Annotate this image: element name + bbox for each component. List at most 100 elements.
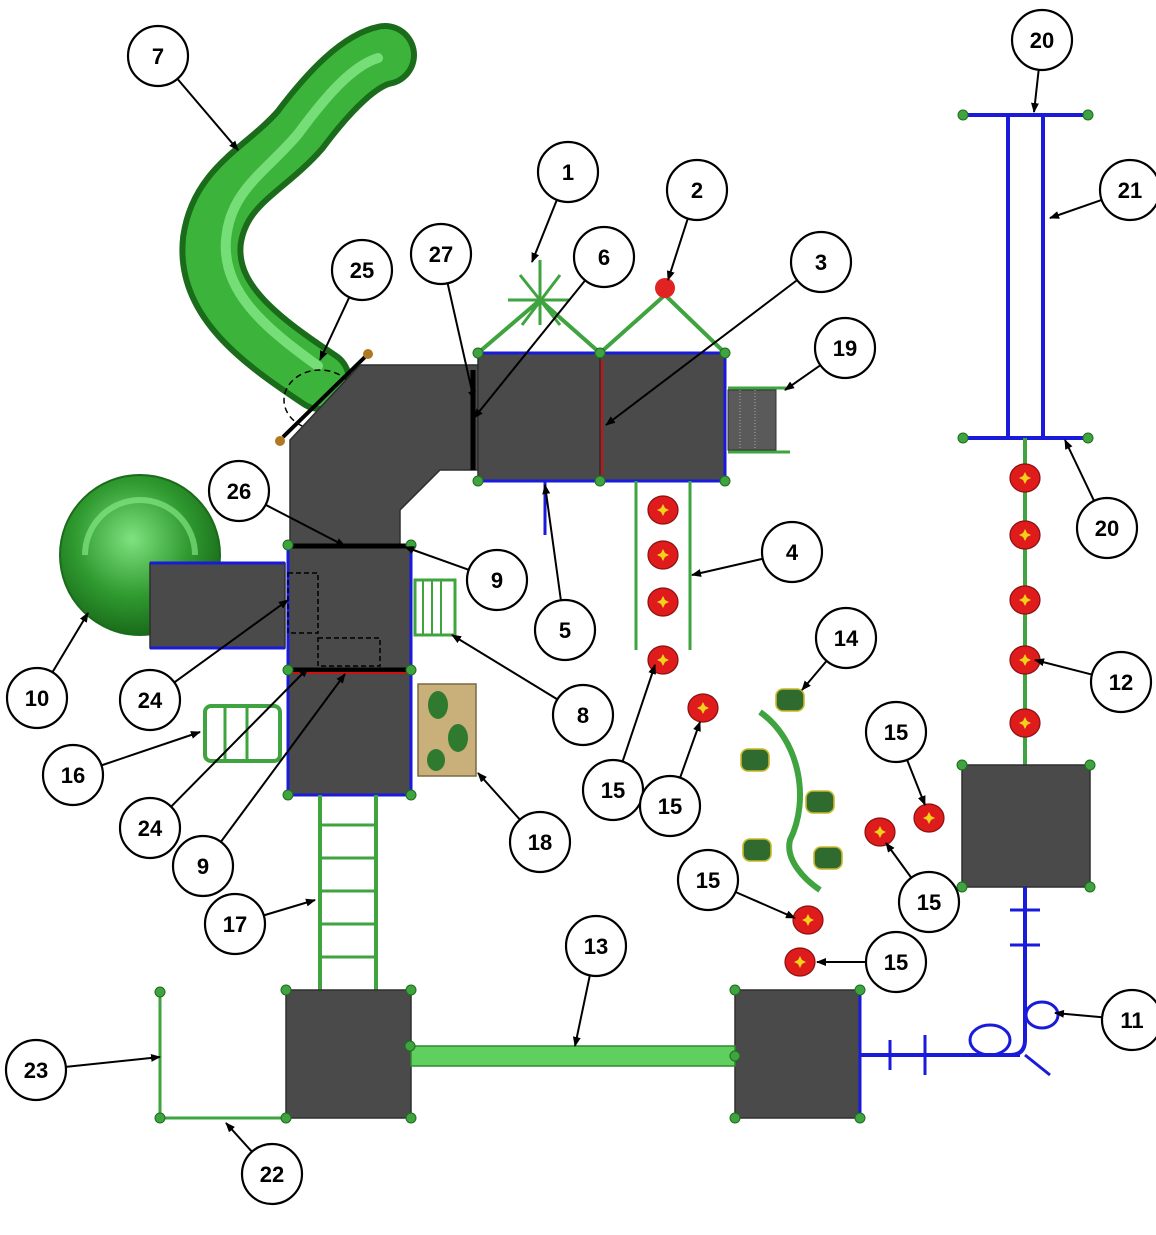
callout-number: 15: [917, 890, 941, 915]
post: [1082, 432, 1094, 444]
handhold: [805, 790, 835, 814]
leader-arrow: [220, 673, 346, 843]
stepping-stone: [864, 817, 896, 847]
callout-number: 23: [24, 1058, 48, 1083]
callout-c14: 14: [801, 606, 878, 691]
callout-number: 1: [562, 160, 574, 185]
callout-number: 3: [815, 250, 827, 275]
leader-arrow: [801, 660, 828, 691]
handhold: [775, 688, 805, 712]
post: [719, 347, 731, 359]
callout-number: 24: [138, 688, 163, 713]
leader-arrow: [263, 898, 316, 917]
callout-circle: [1098, 158, 1156, 222]
stepping-stone: [647, 587, 679, 617]
tower-deck: [961, 764, 1091, 888]
callout-number: 27: [429, 242, 453, 267]
callout-number: 14: [834, 626, 859, 651]
middle-deck: [287, 544, 412, 671]
callout-c4: 4: [691, 520, 824, 584]
callout-circle: [4, 1038, 68, 1102]
callout-circle: [789, 230, 853, 294]
leader-arrow: [679, 721, 701, 779]
callout-c10: 10: [5, 612, 89, 730]
post: [1084, 881, 1096, 893]
post: [404, 1040, 416, 1052]
leader-arrow: [451, 634, 558, 701]
right-tower: [961, 113, 1091, 1077]
callout-c23: 23: [4, 1038, 161, 1102]
callout-circle: [118, 668, 182, 732]
callout-circle: [171, 834, 235, 898]
callout-c15c: 15: [864, 700, 928, 806]
lower-deck: [287, 671, 412, 796]
post: [280, 984, 292, 996]
callout-c18: 18: [477, 772, 572, 874]
post: [729, 1112, 741, 1124]
step-ladder-right: [727, 386, 790, 454]
callout-c24b: 24: [118, 667, 309, 860]
callout-number: 18: [528, 830, 552, 855]
callout-c27: 27: [409, 222, 476, 401]
post: [280, 1112, 292, 1124]
bottom-structure: [158, 989, 1020, 1120]
post: [854, 1112, 866, 1124]
callout-c15b: 15: [638, 721, 702, 838]
corner-posts: [154, 109, 1096, 1124]
leader-arrow: [173, 599, 289, 684]
leader-arrow: [572, 975, 591, 1047]
leader-arrow: [319, 296, 351, 361]
callout-circle: [41, 743, 105, 807]
callout-circle: [897, 870, 961, 934]
leader-arrow: [176, 78, 239, 151]
callout-circle: [118, 796, 182, 860]
bottom-deck-left: [285, 989, 412, 1119]
post: [957, 109, 969, 121]
callout-c3: 3: [605, 230, 853, 426]
callout-c21: 21: [1049, 158, 1156, 222]
post: [956, 759, 968, 771]
callout-c1: 1: [531, 140, 600, 263]
leader-arrow: [265, 503, 346, 547]
leader-arrow: [1049, 198, 1103, 219]
tube-slide: [179, 23, 417, 446]
stepping-stones: [647, 463, 1041, 977]
stepping-stone: [792, 905, 824, 935]
post: [729, 1050, 741, 1062]
callout-circle: [813, 316, 877, 380]
leader-arrow: [1064, 439, 1095, 502]
post: [282, 539, 294, 551]
vertical-ladder: [318, 795, 378, 990]
callout-number: 17: [223, 912, 247, 937]
callout-c25: 25: [319, 238, 394, 361]
bottom-deck-right: [734, 989, 861, 1119]
callout-circle: [203, 892, 267, 956]
callout-c2: 2: [665, 158, 729, 281]
callout-number: 22: [260, 1162, 284, 1187]
callout-number: 10: [25, 686, 49, 711]
callout-c9a: 9: [404, 546, 529, 612]
callout-number: 4: [786, 540, 799, 565]
stepping-stone: [1009, 645, 1041, 675]
post: [729, 984, 741, 996]
callout-c5: 5: [533, 484, 597, 662]
callout-c6: 6: [473, 225, 636, 419]
callout-number: 21: [1118, 178, 1142, 203]
callout-circle: [1100, 988, 1156, 1052]
leader-arrow: [1054, 1009, 1103, 1019]
leader-arrow: [1034, 658, 1093, 676]
callout-number: 6: [598, 245, 610, 270]
callout-c12: 12: [1034, 650, 1153, 714]
callout-number: 15: [696, 868, 720, 893]
leader-arrow: [531, 199, 558, 263]
post: [1082, 109, 1094, 121]
callout-number: 24: [138, 816, 163, 841]
callout-number: 9: [197, 854, 209, 879]
leader-arrow: [170, 667, 309, 808]
post: [956, 881, 968, 893]
callout-circle: [1075, 496, 1139, 560]
stepping-stone: [647, 495, 679, 525]
callout-number: 11: [1120, 1008, 1143, 1033]
